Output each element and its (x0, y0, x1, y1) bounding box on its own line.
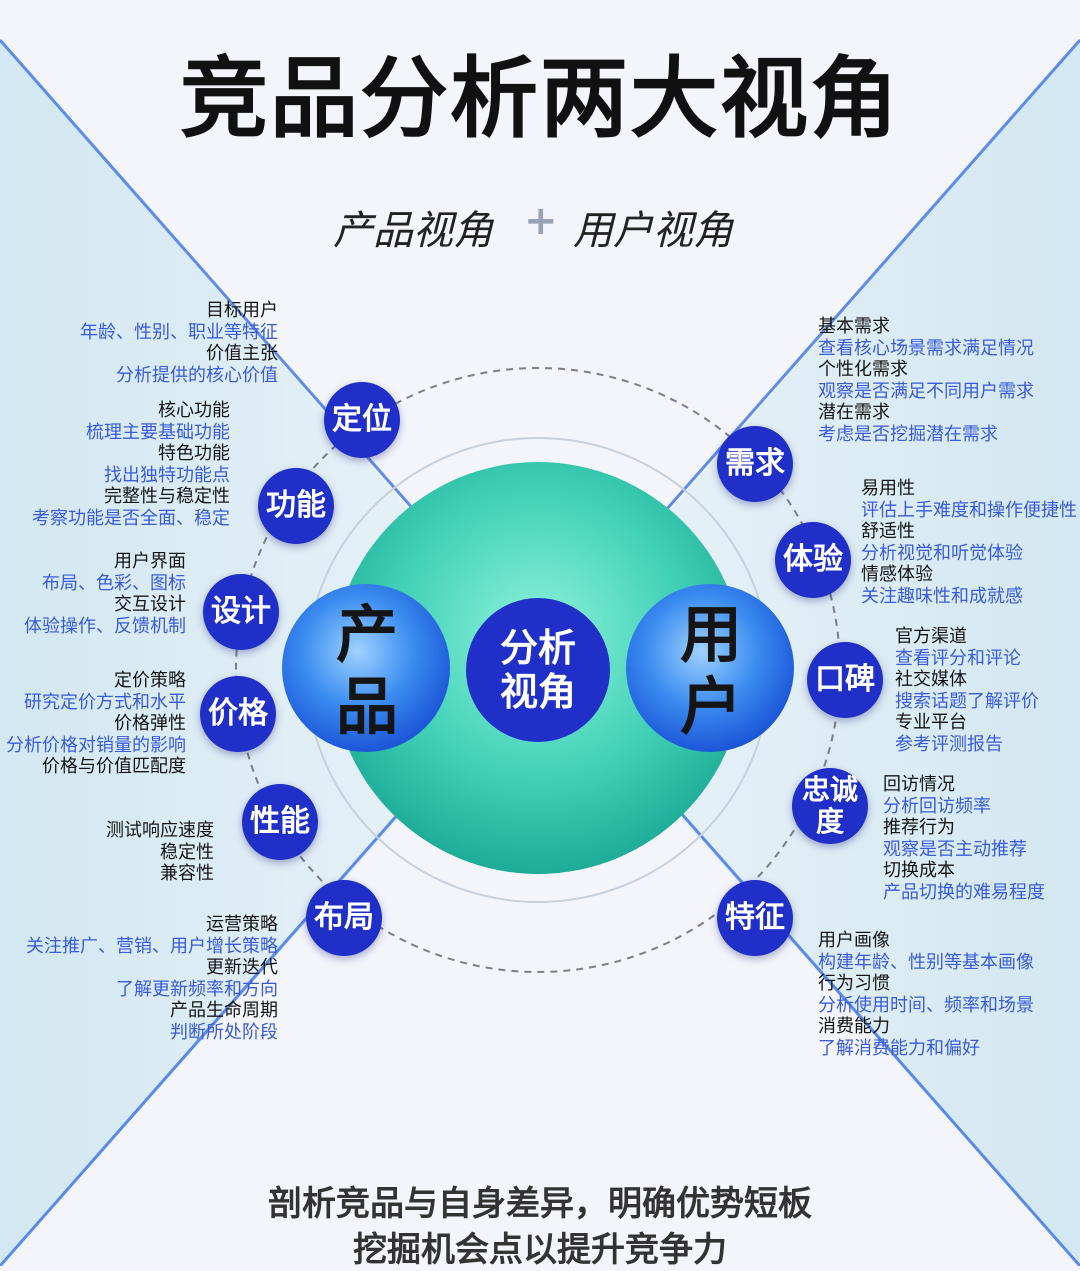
info-design: 用户界面布局、色彩、图标 交互设计体验操作、反馈机制 (24, 551, 186, 637)
node-experience: 体验 (775, 522, 851, 598)
info-experience: 易用性评估上手难度和操作便捷性 舒适性分析视觉和听觉体验 情感体验关注趣味性和成… (861, 478, 1077, 607)
user-label: 用户 (666, 596, 756, 746)
node-function: 功能 (258, 468, 334, 544)
footer-line-2: 挖掘机会点以提升竞争力 (0, 1222, 1080, 1271)
center-line-2: 视角 (500, 670, 576, 714)
subtitle-user-view: 用户视角 (573, 198, 733, 256)
info-features: 用户画像构建年龄、性别等基本画像 行为习惯分析使用时间、频率和场景 消费能力了解… (818, 930, 1034, 1059)
info-performance: 测试响应速度 稳定性 兼容性 (106, 820, 214, 885)
node-needs: 需求 (717, 426, 793, 502)
product-char-1: 产 (336, 599, 398, 671)
node-loyalty: 忠诚度 (792, 768, 868, 844)
center-line-1: 分析 (500, 626, 576, 670)
subtitle-product-view: 产品视角 (333, 198, 493, 256)
plus-sign: + (524, 198, 558, 244)
info-reputation: 官方渠道查看评分和评论 社交媒体搜索话题了解评价 专业平台参考评测报告 (895, 626, 1039, 755)
user-char-1: 用 (680, 599, 742, 671)
node-reputation: 口碑 (807, 642, 883, 718)
node-features: 特征 (717, 880, 793, 956)
product-label: 产品 (322, 596, 412, 746)
info-price: 定价策略研究定价方式和水平 价格弹性分析价格对销量的影响 价格与价值匹配度 (6, 670, 186, 778)
footer-line-1: 剖析竞品与自身差异，明确优势短板 (0, 1176, 1080, 1225)
info-layout: 运营策略关注推广、营销、用户增长策略 更新迭代了解更新频率和方向 产品生命周期判… (26, 914, 278, 1043)
info-loyalty: 回访情况分析回访频率 推荐行为观察是否主动推荐 切换成本产品切换的难易程度 (883, 774, 1045, 903)
node-positioning: 定位 (324, 382, 400, 458)
info-function: 核心功能梳理主要基础功能 特色功能找出独特功能点 完整性与稳定性考察功能是否全面… (32, 400, 230, 529)
node-performance: 性能 (242, 784, 318, 860)
node-design: 设计 (203, 574, 279, 650)
info-needs: 基本需求查看核心场景需求满足情况 个性化需求观察是否满足不同用户需求 潜在需求考… (818, 316, 1034, 445)
center-label: 分析视角 (466, 598, 610, 742)
info-positioning: 目标用户年龄、性别、职业等特征 价值主张分析提供的核心价值 (80, 300, 278, 386)
user-char-2: 户 (680, 671, 742, 743)
node-price: 价格 (200, 676, 276, 752)
node-layout: 布局 (306, 880, 382, 956)
product-char-2: 品 (336, 671, 398, 743)
page-title: 竞品分析两大视角 (0, 28, 1080, 155)
